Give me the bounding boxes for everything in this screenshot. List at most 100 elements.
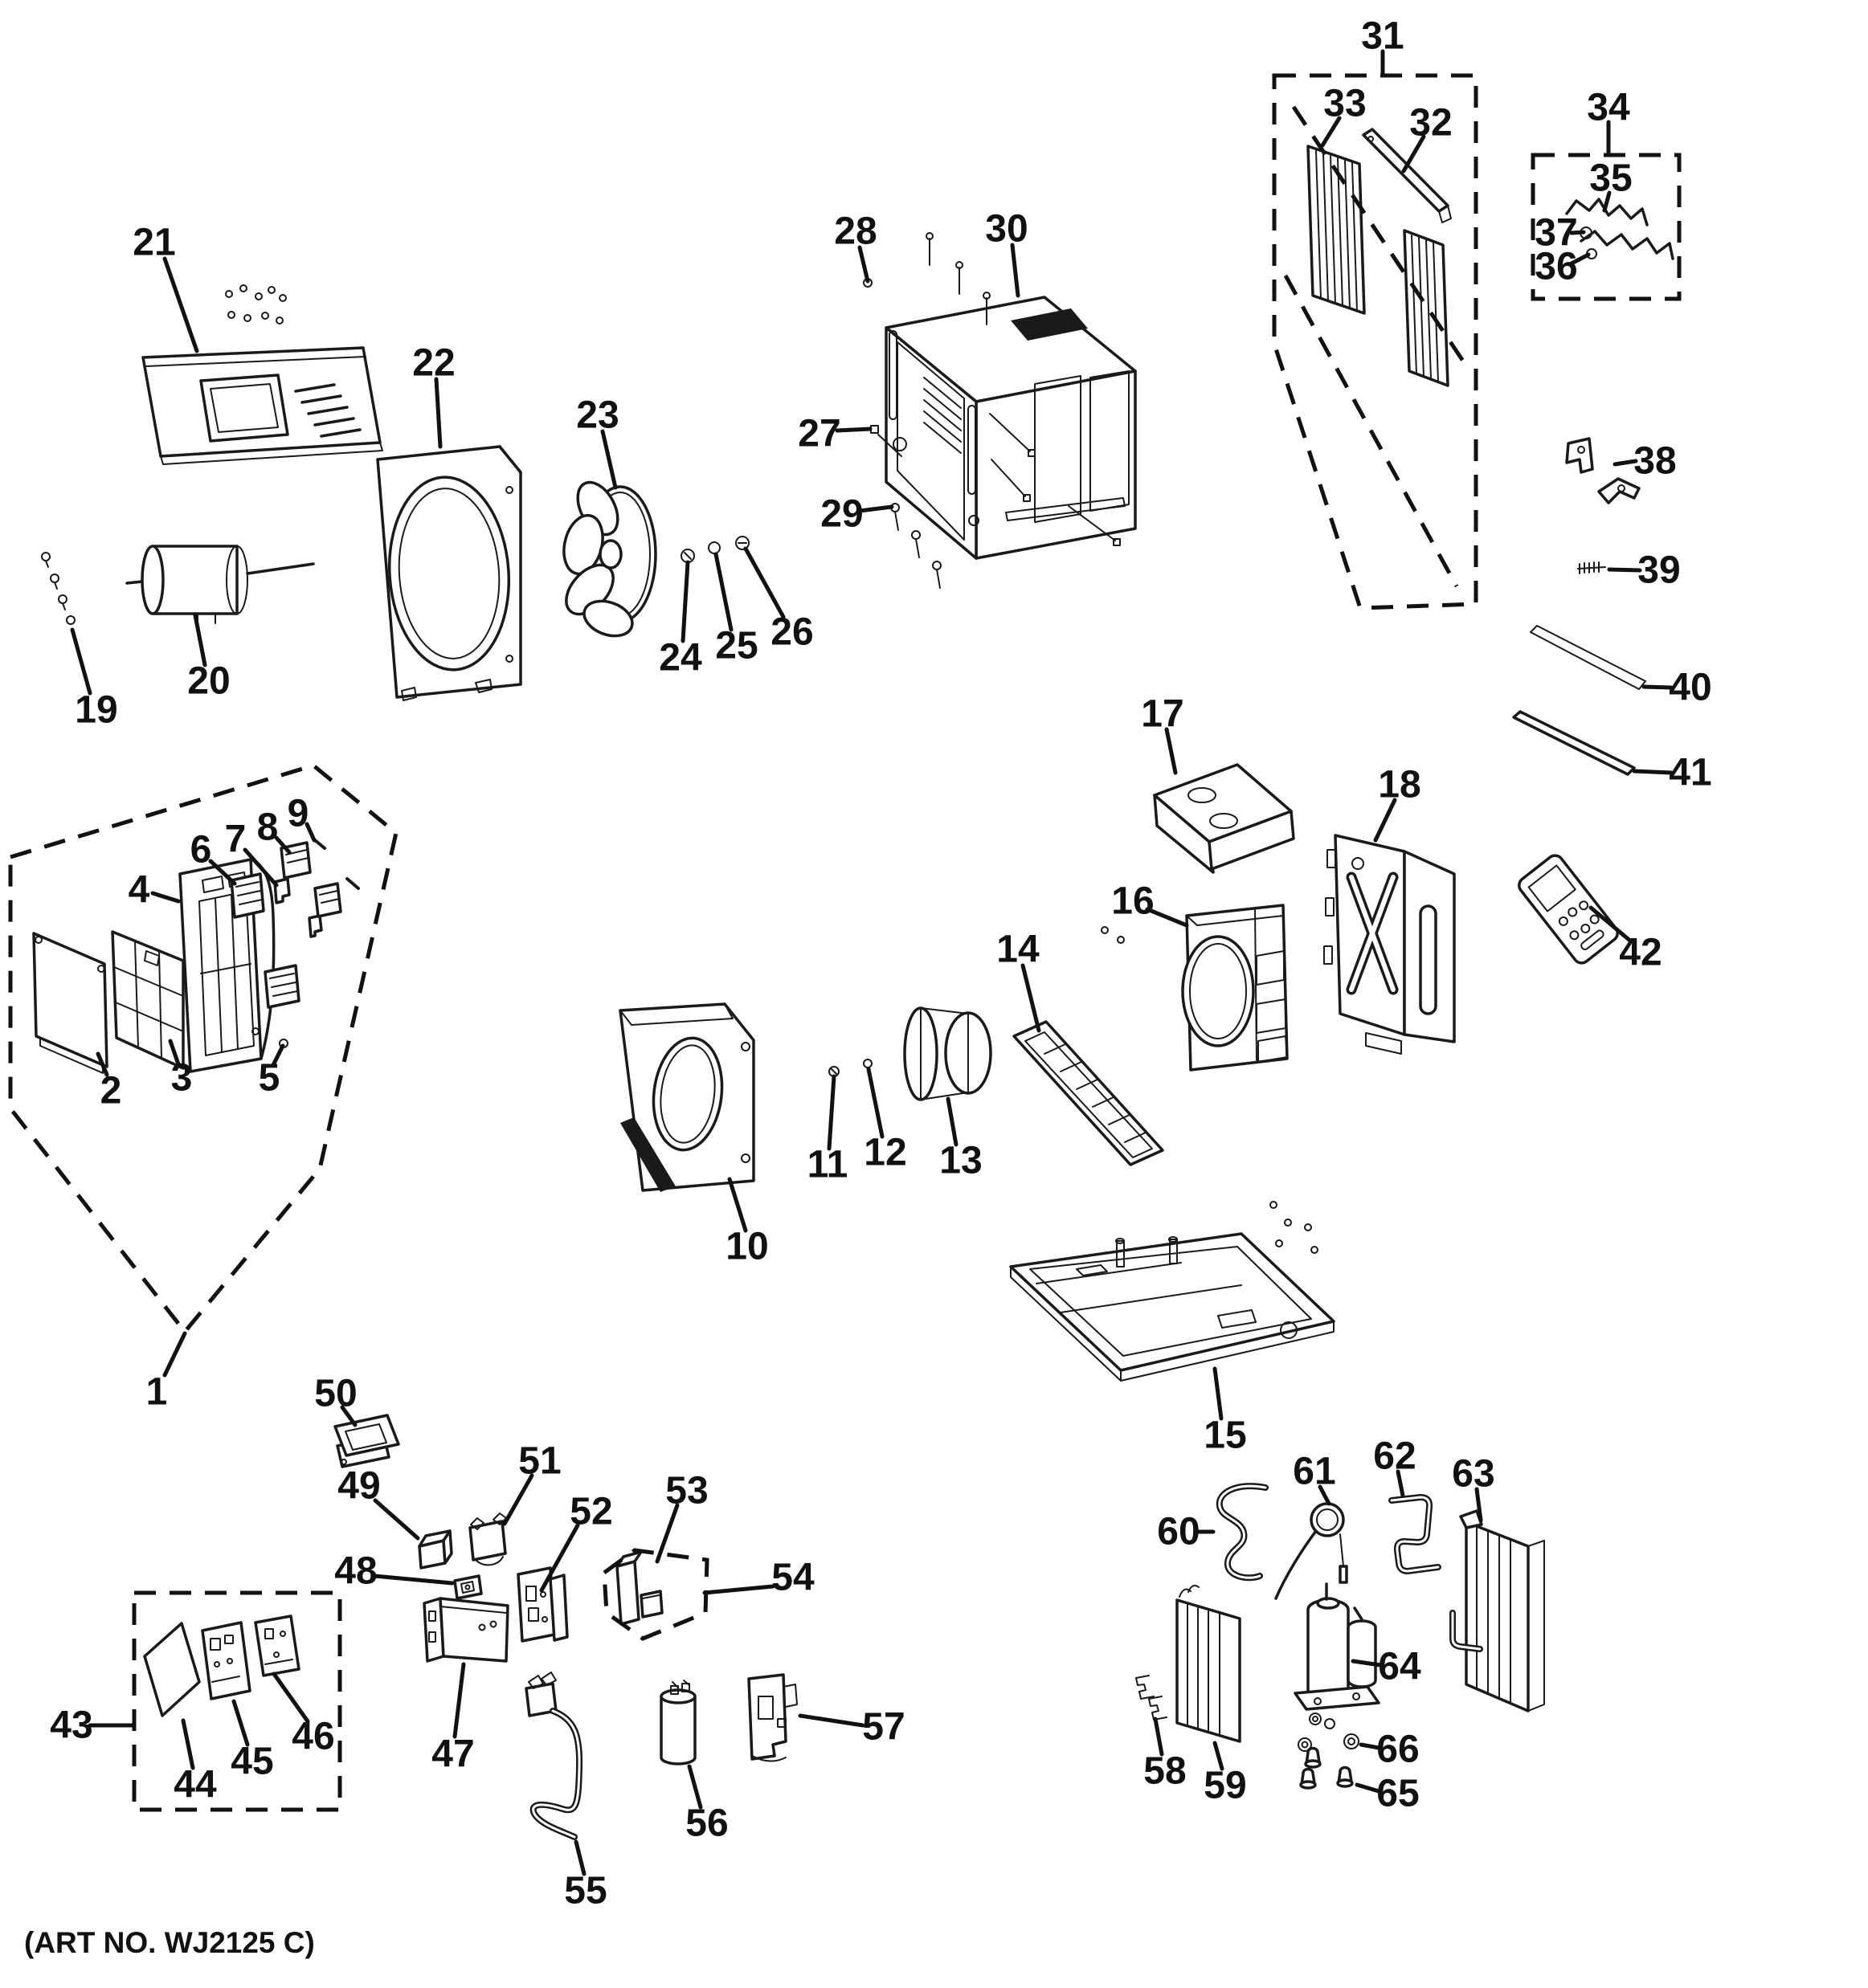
callout-leader-48 — [372, 1574, 455, 1586]
part-52-power-board-illustration — [517, 1566, 569, 1643]
callout-label-64: 64 — [1378, 1646, 1421, 1688]
callout-leader-1 — [162, 1331, 187, 1378]
callout-label-15: 15 — [1204, 1414, 1246, 1457]
part-23-fan-blade-illustration — [562, 480, 657, 638]
callout-leader-5 — [271, 1043, 285, 1067]
callout-leader-2 — [96, 1051, 109, 1077]
part-66-nuts-illustration — [1298, 1712, 1359, 1752]
callout-label-50: 50 — [314, 1373, 357, 1415]
callout-leader-18 — [1373, 798, 1397, 843]
callout-label-20: 20 — [187, 660, 230, 703]
callout-label-11: 11 — [807, 1144, 848, 1186]
callout-label-7: 7 — [225, 818, 247, 861]
callout-label-54: 54 — [771, 1557, 815, 1599]
callout-leader-37 — [1569, 230, 1586, 235]
dashed-cover-group-53 — [602, 1548, 709, 1641]
callout-label-42: 42 — [1619, 932, 1662, 974]
callout-leader-52 — [539, 1523, 580, 1593]
callout-leader-46 — [272, 1672, 310, 1724]
callout-leader-56 — [687, 1764, 703, 1810]
callout-label-31: 31 — [1361, 15, 1404, 58]
part-49-relay-illustration — [418, 1529, 453, 1570]
callout-leader-21 — [162, 256, 199, 353]
callout-label-61: 61 — [1293, 1451, 1335, 1493]
callout-leader-16 — [1145, 907, 1189, 928]
part-50-control-board-illustration — [333, 1414, 400, 1468]
callout-label-26: 26 — [770, 611, 813, 654]
part-65-grommets-illustration — [1299, 1746, 1354, 1790]
callout-leader-12 — [866, 1067, 885, 1139]
callout-label-23: 23 — [576, 394, 619, 437]
callout-label-13: 13 — [939, 1140, 982, 1182]
callout-label-63: 63 — [1452, 1453, 1494, 1496]
part-14-vent-door-illustration — [1012, 926, 1164, 1166]
callout-leader-24 — [681, 560, 690, 643]
callout-leader-47 — [452, 1662, 466, 1739]
callout-label-48: 48 — [334, 1550, 377, 1593]
part-38-brackets-illustration — [1565, 437, 1641, 504]
callout-leader-55 — [574, 1839, 587, 1876]
callout-label-27: 27 — [798, 413, 840, 455]
callout-label-58: 58 — [1143, 1750, 1186, 1793]
part-15-screws — [1269, 1201, 1318, 1254]
part-15-base-pan-illustration — [1009, 1232, 1335, 1382]
part-39-screw-illustration — [1577, 561, 1606, 574]
part-20-fan-motor-illustration — [125, 545, 315, 624]
callout-label-35: 35 — [1589, 157, 1632, 200]
part-16-blower-housing-illustration — [1181, 904, 1289, 1072]
callout-label-12: 12 — [864, 1132, 906, 1174]
callout-leader-57 — [798, 1713, 865, 1728]
callout-leader-26 — [743, 546, 786, 619]
callout-leader-44 — [181, 1718, 195, 1770]
callout-label-41: 41 — [1669, 752, 1711, 794]
callout-leader-7 — [243, 847, 279, 888]
callout-label-4: 4 — [129, 869, 150, 912]
callout-label-45: 45 — [231, 1741, 273, 1783]
callout-leader-53 — [655, 1503, 680, 1564]
part-42-remote-control-illustration — [1518, 854, 1619, 965]
callout-leader-40 — [1641, 684, 1674, 690]
callout-label-19: 19 — [75, 689, 117, 732]
callout-label-40: 40 — [1669, 667, 1711, 709]
part-62-tube-illustration — [1388, 1494, 1441, 1574]
part-48-switch-illustration — [453, 1574, 483, 1600]
part-33-curtain-louver-illustration — [1306, 145, 1366, 315]
dashed-curtain-group-31-diagonal-a — [1291, 105, 1471, 371]
dashed-curtain-group-31 — [1272, 73, 1478, 610]
callout-label-28: 28 — [834, 210, 877, 253]
callout-leader-9 — [305, 822, 317, 843]
callout-label-18: 18 — [1378, 764, 1420, 806]
callout-label-66: 66 — [1376, 1729, 1419, 1771]
part-41-seal-strip-illustration — [1512, 710, 1636, 776]
part-13-blower-wheel-illustration — [903, 1006, 992, 1101]
part-3-air-filter-illustration — [111, 930, 185, 1070]
callout-label-46: 46 — [292, 1716, 334, 1758]
callout-leader-54 — [702, 1584, 775, 1595]
callout-label-49: 49 — [337, 1465, 380, 1508]
callout-label-25: 25 — [715, 625, 758, 667]
callout-label-57: 57 — [862, 1706, 905, 1749]
callout-label-5: 5 — [259, 1057, 280, 1100]
callout-label-2: 2 — [100, 1070, 122, 1112]
callout-leader-15 — [1212, 1366, 1224, 1421]
callout-label-62: 62 — [1373, 1435, 1416, 1478]
callout-leader-11 — [827, 1074, 836, 1151]
part-44-insulation-sheet-illustration — [143, 1622, 201, 1717]
callout-label-1: 1 — [146, 1371, 168, 1414]
callout-label-44: 44 — [174, 1764, 217, 1806]
callout-leader-62 — [1396, 1469, 1405, 1498]
callout-label-30: 30 — [985, 208, 1028, 251]
part-63-condenser-illustration — [1449, 1509, 1545, 1712]
callout-label-3: 3 — [171, 1057, 193, 1100]
callout-label-8: 8 — [257, 806, 279, 849]
callout-leader-65 — [1355, 1782, 1381, 1794]
callout-leader-45 — [231, 1699, 250, 1747]
callout-label-17: 17 — [1141, 693, 1183, 736]
callout-label-53: 53 — [665, 1470, 708, 1512]
part-30-cabinet-illustration — [885, 296, 1137, 560]
part-6-louver-inserts-illustration — [230, 872, 300, 1009]
callout-label-43: 43 — [50, 1704, 92, 1747]
callout-leader-41 — [1632, 769, 1674, 775]
callout-label-56: 56 — [685, 1802, 728, 1845]
